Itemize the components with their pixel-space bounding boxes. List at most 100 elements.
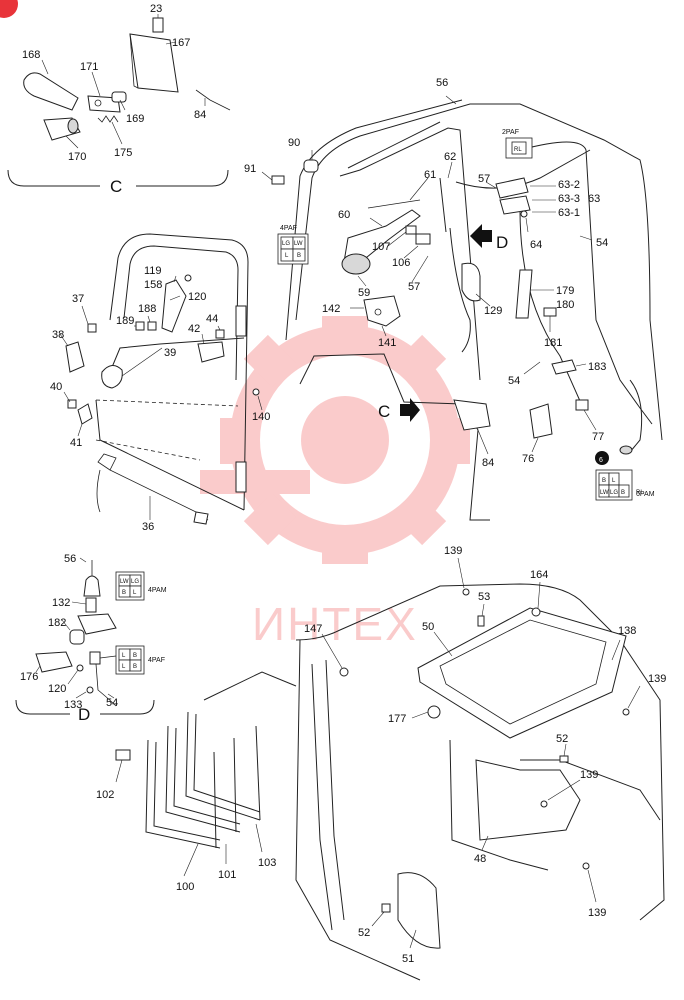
- part-label: 140: [252, 411, 270, 423]
- connector-cell-text: B: [621, 490, 625, 496]
- leader: [217, 325, 221, 331]
- part-label: 38: [52, 329, 64, 341]
- part-label: 176: [20, 671, 38, 683]
- leader: [357, 275, 367, 287]
- part-label: 183: [588, 361, 606, 373]
- leader: [575, 363, 587, 367]
- watermark-gear-tooth: [322, 530, 368, 564]
- hinge-upper: [235, 305, 247, 337]
- part-label: 36: [142, 521, 154, 533]
- connector-d: [89, 651, 101, 665]
- door-frame: [339, 127, 481, 381]
- bolt-102: [115, 749, 131, 761]
- door-frame-top: [347, 121, 441, 169]
- connector-cell-text: B: [133, 653, 137, 659]
- bushing-182: [69, 629, 85, 645]
- leader: [165, 41, 177, 45]
- leader: [111, 121, 123, 145]
- frame-upright: [233, 737, 237, 833]
- arrow-c-icon: [400, 398, 420, 422]
- part-label: 132: [52, 597, 70, 609]
- hole: [94, 99, 102, 107]
- arrow-d-icon: [470, 224, 492, 248]
- connector-plug: [619, 445, 633, 455]
- rod-36: [109, 469, 209, 521]
- part-label: 54: [508, 375, 520, 387]
- body-front-edge: [295, 639, 421, 981]
- frame-100-inner: [153, 741, 221, 841]
- watermark-gear-logo: [200, 316, 470, 564]
- bracket-d: [77, 613, 117, 635]
- clip-41: [77, 403, 93, 425]
- connector-cell-text: LG: [282, 241, 290, 247]
- leader: [65, 135, 79, 149]
- connector-title: 4PAF: [148, 657, 165, 664]
- connector-2paf: 2PAF RL: [502, 129, 533, 159]
- clip-183: [551, 359, 577, 375]
- door-assembly: [59, 233, 263, 525]
- bolt-53: [477, 615, 485, 627]
- leader: [77, 423, 83, 437]
- leader: [457, 557, 465, 589]
- part-label: 54: [106, 697, 118, 709]
- part-label: 139: [444, 545, 462, 557]
- leader: [79, 557, 87, 563]
- cab-rear-frame: [519, 141, 653, 425]
- part-label: 56: [64, 553, 76, 565]
- screw-120: [184, 274, 192, 282]
- part-label: 189: [116, 315, 134, 327]
- watermark-gear-tooth: [243, 492, 297, 546]
- part-label: 60: [338, 209, 350, 221]
- cab-frame: [261, 95, 663, 521]
- bolt-37: [87, 323, 97, 333]
- grommet-147: [339, 667, 349, 677]
- cable: [96, 469, 101, 513]
- connector-cell-text: LG: [131, 579, 139, 585]
- leader: [169, 295, 181, 301]
- bracket-106: [415, 233, 431, 245]
- part-label: 170: [68, 151, 86, 163]
- body-side-line: [520, 759, 661, 821]
- connector-4paf-d: L B L B 4PAF: [115, 645, 165, 675]
- part-label: 129: [484, 305, 502, 317]
- leader: [173, 275, 177, 283]
- watermark-wrench-handle: [200, 470, 310, 494]
- leader: [433, 631, 453, 657]
- connector-cell-text: L: [612, 478, 616, 484]
- connector-cell: [292, 248, 306, 262]
- leader: [525, 217, 529, 233]
- harness-54: [519, 209, 585, 411]
- part-label: 139: [588, 907, 606, 919]
- frame-upright: [213, 751, 217, 849]
- part-label: 102: [96, 789, 114, 801]
- leader: [477, 429, 489, 455]
- hinge-lower: [235, 461, 247, 493]
- cover-176: [35, 651, 73, 673]
- connector-cell-text: L: [122, 664, 126, 670]
- leader: [321, 633, 343, 669]
- leader: [409, 177, 429, 201]
- part-label: 23: [150, 3, 162, 15]
- wiper-blade-61: [367, 199, 421, 209]
- connector-marker-text: 6: [599, 457, 603, 464]
- harness-54-d: [95, 663, 117, 707]
- corner-badge: [0, 0, 18, 18]
- leader: [107, 693, 115, 699]
- leader: [403, 245, 419, 259]
- spring-175-part: [97, 115, 119, 123]
- connector-title: 2PAF: [502, 129, 519, 136]
- leader: [255, 823, 263, 853]
- leader: [119, 99, 126, 111]
- part-label: 84: [482, 457, 494, 469]
- part-label: 175: [114, 147, 132, 159]
- watermark-gear-hub: [301, 396, 389, 484]
- leader: [583, 409, 597, 431]
- connector-cell-text: B: [297, 253, 301, 259]
- switch-63-1: [499, 195, 531, 215]
- leader: [411, 711, 429, 719]
- part-label: 169: [126, 113, 144, 125]
- leader: [91, 71, 101, 97]
- leader: [481, 603, 485, 617]
- leader: [71, 601, 87, 605]
- part-label: 90: [288, 137, 300, 149]
